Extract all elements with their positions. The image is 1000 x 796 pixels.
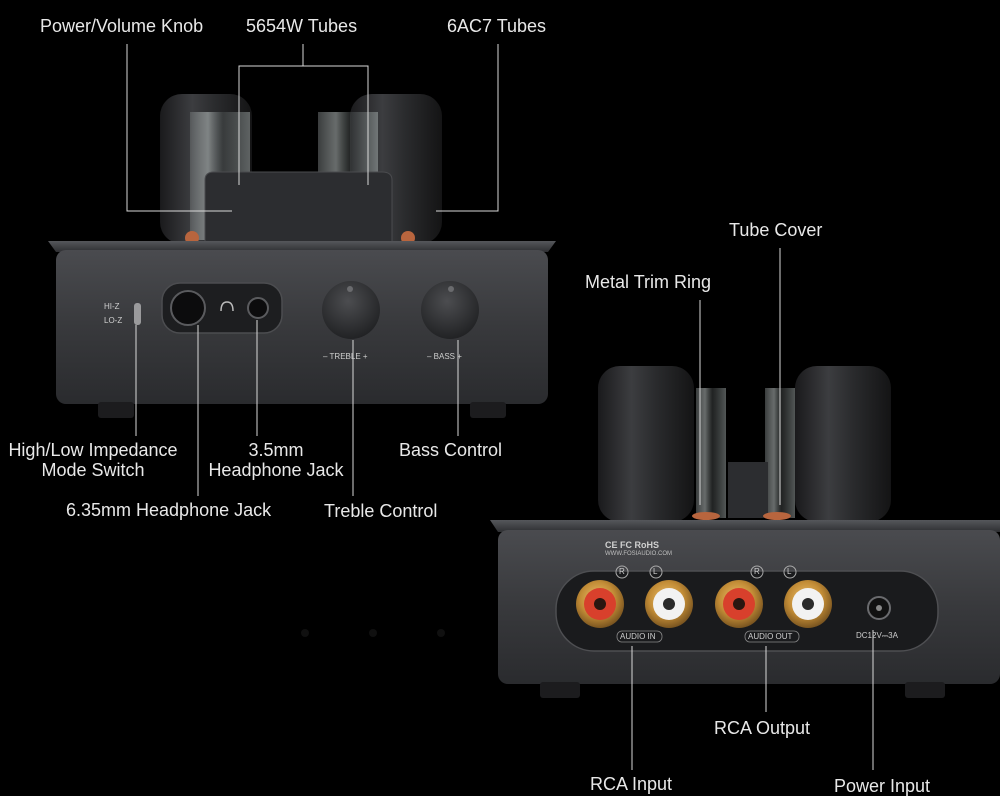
front-foot-right	[470, 402, 506, 418]
leader-6ac7	[436, 44, 499, 212]
label-rca-input: RCA Input	[590, 774, 673, 794]
website-text: WWW.FOSIAUDIO.COM	[605, 551, 672, 557]
back-foot-left	[540, 682, 580, 698]
switch-lo-label: LO-Z	[104, 316, 123, 325]
treble-knob-indicator	[347, 286, 353, 292]
label-treble-control: Treble Control	[324, 501, 438, 521]
input-r-mark: R	[619, 567, 625, 576]
bass-knob-indicator	[448, 286, 454, 292]
back-top-plate	[490, 520, 1000, 532]
audio-out-label: AUDIO OUT	[748, 632, 793, 641]
label-35mm-line2: Headphone Jack	[208, 460, 344, 480]
back-right-tube-cap	[795, 366, 891, 522]
bass-knob	[421, 281, 479, 339]
leader-5654w-right	[303, 65, 369, 185]
headphone-icon	[220, 301, 234, 312]
front-chassis	[56, 250, 548, 404]
leader-power-volume	[126, 44, 232, 212]
label-power-volume-knob: Power/Volume Knob	[40, 16, 204, 36]
jack-635-socket	[170, 290, 206, 326]
front-foot-left	[98, 402, 134, 418]
label-rca-output: RCA Output	[714, 718, 811, 738]
certification-marks: CE FC RoHS	[605, 540, 659, 550]
label-power-input: Power Input	[834, 776, 931, 796]
rca-input-left	[645, 580, 693, 628]
front-top-plate	[48, 241, 556, 252]
label-5654w-tubes: 5654W Tubes	[246, 16, 358, 36]
impedance-switch	[134, 303, 141, 325]
label-impedance-switch: High/Low Impedance Mode Switch	[0, 440, 186, 480]
audio-in-label: AUDIO IN	[620, 632, 656, 641]
label-impedance-line2: Mode Switch	[41, 460, 145, 480]
label-metal-trim-ring: Metal Trim Ring	[585, 272, 712, 292]
back-trim-ring-right	[763, 512, 791, 520]
back-tube-cover	[728, 462, 768, 518]
leader-5654w-left	[238, 44, 304, 185]
back-left-glass-tube	[696, 388, 726, 518]
output-r-mark: R	[754, 567, 760, 576]
treble-panel-label: – TREBLE +	[323, 352, 368, 361]
rca-output-right	[715, 580, 763, 628]
back-trim-ring-left	[692, 512, 720, 520]
label-6ac7-tubes: 6AC7 Tubes	[447, 16, 547, 36]
back-foot-right	[905, 682, 945, 698]
label-35mm-line1: 3.5mm	[248, 440, 304, 460]
bass-panel-label: – BASS +	[427, 352, 462, 361]
back-unit	[490, 366, 1000, 698]
treble-knob	[322, 281, 380, 339]
back-left-tube-cap	[598, 366, 694, 522]
label-635mm-jack: 6.35mm Headphone Jack	[66, 500, 272, 520]
rca-output-left	[784, 580, 832, 628]
input-l-mark: L	[653, 567, 658, 576]
leader-lines	[126, 44, 874, 770]
rca-input-right	[576, 580, 624, 628]
label-bass-control: Bass Control	[399, 440, 503, 460]
label-tube-cover: Tube Cover	[729, 220, 823, 240]
switch-hi-label: HI-Z	[104, 302, 120, 311]
label-impedance-line1: High/Low Impedance	[8, 440, 178, 460]
label-35mm-jack: 3.5mm Headphone Jack	[203, 440, 349, 480]
dc-rating-label: DC12V⎓3A	[856, 631, 898, 640]
front-unit	[48, 94, 556, 637]
jack-35-socket	[247, 297, 269, 319]
output-l-mark: L	[787, 567, 792, 576]
front-tube-cover	[204, 171, 393, 243]
